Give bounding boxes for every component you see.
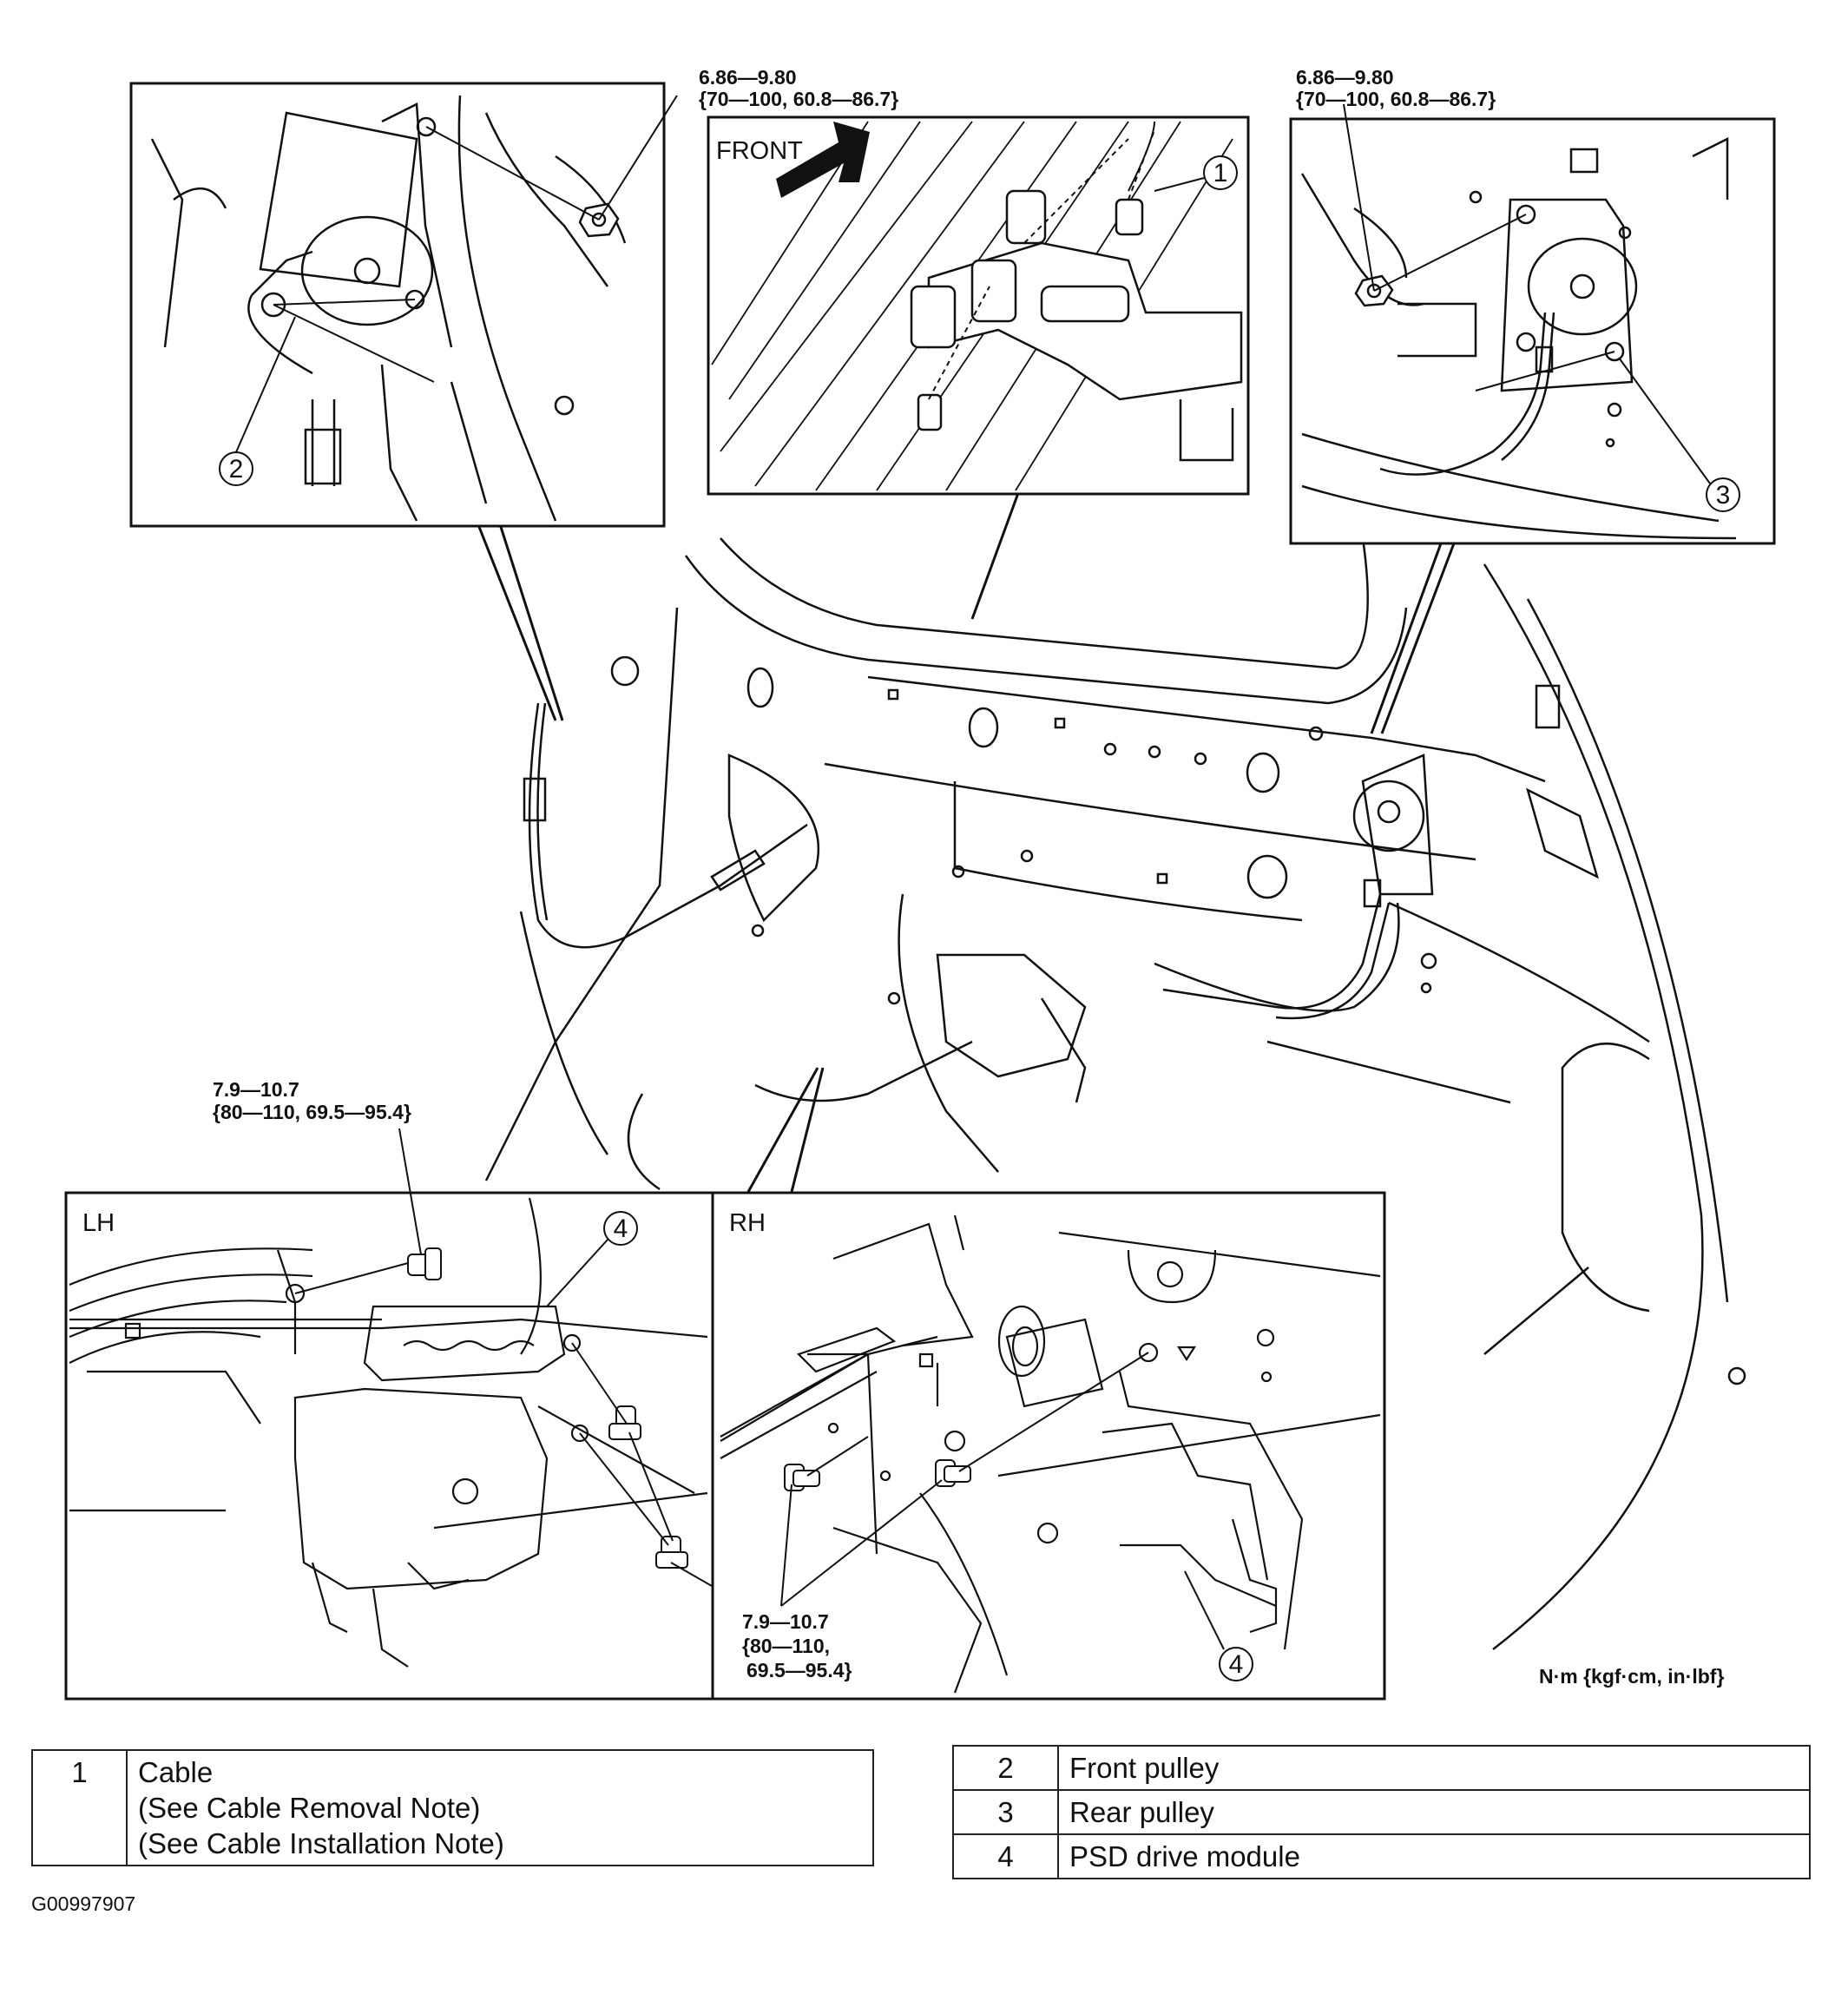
legend-table-left: 1 Cable (See Cable Removal Note) (See Ca… xyxy=(31,1749,874,1866)
legend-num: 4 xyxy=(952,1833,1059,1879)
unit-note: N·m {kgf·cm, in·lbf} xyxy=(1539,1665,1724,1688)
lh-tag: LH xyxy=(82,1209,115,1237)
legend-desc: Rear pulley xyxy=(1057,1789,1811,1835)
inset-cable-front: FRONT 1 xyxy=(707,115,1250,496)
rh-tag: RH xyxy=(729,1209,766,1237)
bolt-icon xyxy=(407,1247,442,1280)
torque-rh-2: {80—110, xyxy=(742,1635,830,1657)
svg-text:2: 2 xyxy=(229,455,244,484)
leader-lines xyxy=(477,492,1456,1193)
torque-rear-pulley-1: 6.86—9.80 xyxy=(1296,66,1394,89)
vehicle-body-view xyxy=(484,537,1746,1650)
front-arrow-icon xyxy=(776,122,870,198)
legend-num: 3 xyxy=(952,1789,1059,1835)
callout-4-rh: 4 xyxy=(1184,1570,1253,1681)
torque-front-pulley-1: 6.86—9.80 xyxy=(699,66,797,89)
legend-row: 2 Front pulley xyxy=(952,1745,1811,1791)
legend-row: 4 PSD drive module xyxy=(952,1833,1811,1879)
callout-4-lh: 4 xyxy=(546,1211,638,1307)
torque-front-pulley-2: {70—100, 60.8—86.7} xyxy=(699,88,898,110)
front-direction-label: FRONT xyxy=(716,137,803,165)
inset-front-pulley: 2 6.86—9.80 {70—100, 60.8—86.7} xyxy=(129,66,898,528)
bolt-icon xyxy=(608,1405,641,1440)
legend-row: 1 Cable (See Cable Removal Note) (See Ca… xyxy=(31,1749,874,1866)
callout-3: 3 xyxy=(1618,357,1740,512)
legend-row: 3 Rear pulley xyxy=(952,1789,1811,1835)
legend-num: 2 xyxy=(952,1745,1059,1791)
inset-rear-pulley: 3 6.86—9.80 {70—100, 60.8—86.7} xyxy=(1289,66,1776,545)
svg-text:1: 1 xyxy=(1213,159,1228,188)
nut-icon xyxy=(578,202,620,238)
bolt-icon xyxy=(935,1459,971,1487)
svg-text:3: 3 xyxy=(1716,481,1731,510)
legend-line: (See Cable Installation Note) xyxy=(138,1827,504,1859)
torque-lh-2: {80—110, 69.5—95.4} xyxy=(213,1101,411,1123)
inset-lh-module: 4 LH 7.9—10.7 {80—110, 69.5—95.4} xyxy=(64,1078,778,1701)
svg-text:4: 4 xyxy=(1229,1650,1244,1679)
bolt-icon xyxy=(655,1536,688,1569)
svg-text:4: 4 xyxy=(614,1214,628,1243)
torque-lh-1: 7.9—10.7 xyxy=(213,1078,299,1101)
bolt-icon xyxy=(784,1464,820,1491)
torque-rh-3: 69.5—95.4} xyxy=(746,1659,852,1681)
figure-id: G00997907 xyxy=(31,1892,136,1915)
callout-2: 2 xyxy=(219,316,296,486)
torque-rear-pulley-2: {70—100, 60.8—86.7} xyxy=(1296,88,1496,110)
legend-num: 1 xyxy=(31,1749,128,1866)
legend-table-right: 2 Front pulley 3 Rear pulley 4 PSD drive… xyxy=(952,1745,1811,1879)
inset-rh-module: 4 RH 7.9—10.7 {80—110, 69.5—95.4} xyxy=(711,1191,1386,1701)
torque-rh-1: 7.9—10.7 xyxy=(742,1610,829,1633)
legend-line: Cable xyxy=(138,1756,214,1788)
legend-desc: Front pulley xyxy=(1057,1745,1811,1791)
legend-desc: Cable (See Cable Removal Note) (See Cabl… xyxy=(126,1749,874,1866)
callout-1: 1 xyxy=(1154,155,1238,192)
legend-desc: PSD drive module xyxy=(1057,1833,1811,1879)
legend-line: (See Cable Removal Note) xyxy=(138,1792,481,1824)
